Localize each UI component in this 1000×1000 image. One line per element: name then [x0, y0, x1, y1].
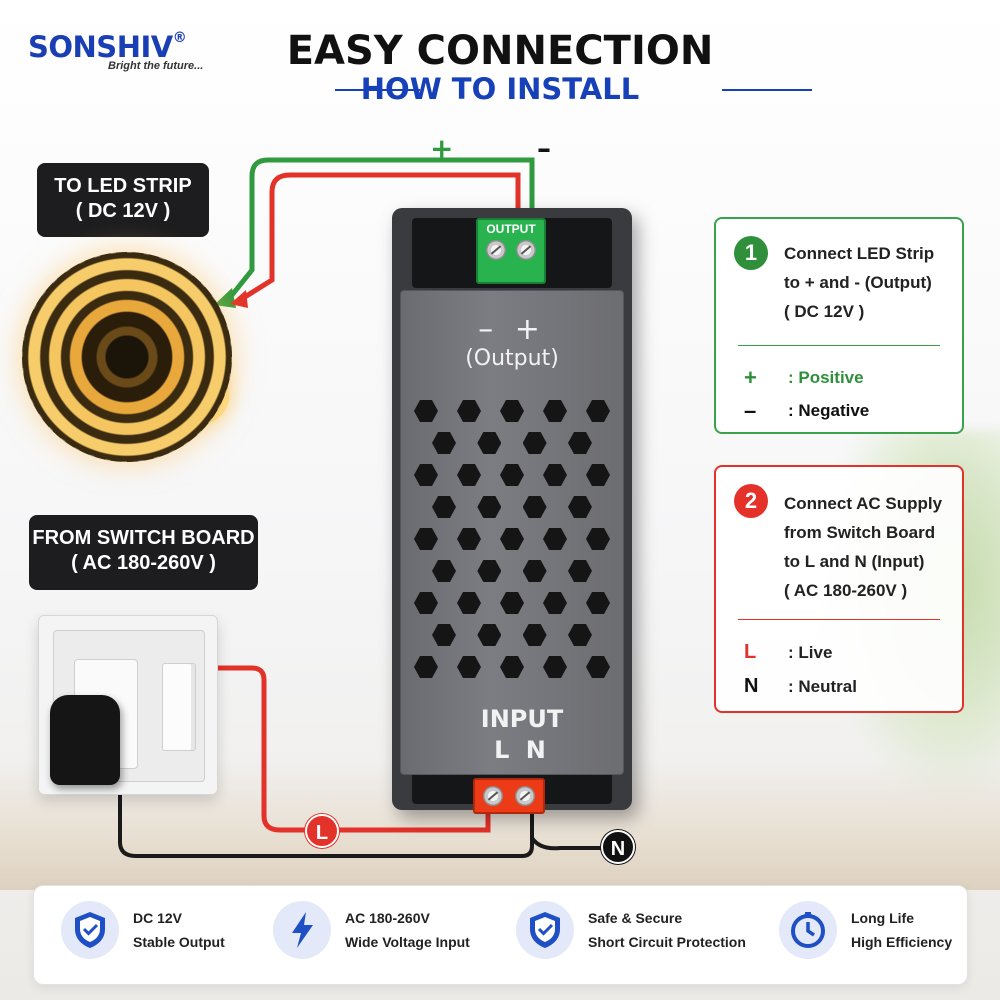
shield-check-icon: [61, 901, 119, 959]
page-title: EASY CONNECTION: [286, 28, 714, 74]
step-2-divider: [738, 619, 940, 620]
neutral-label: : Neutral: [788, 676, 857, 696]
output-screw-1: [486, 240, 506, 260]
input-terminal: [473, 778, 545, 814]
input-ln-label: L N: [494, 736, 550, 764]
step-1-line-1: Connect LED Strip: [784, 244, 935, 263]
switch-board-label-line2: ( AC 180-260V ): [71, 552, 216, 574]
step-2-line-3: to L and N (Input): [784, 552, 925, 571]
brand-logo: SONSHIV® Bright the future...: [28, 30, 203, 72]
live-label: : Live: [788, 642, 833, 662]
features-bar: DC 12V Stable Output AC 180-260V Wide Volt…: [33, 885, 968, 985]
output-screw-2: [516, 240, 536, 260]
led-strip-label-line2: ( DC 12V ): [75, 200, 171, 222]
switch-board-label: FROM SWITCH BOARD ( AC 180-260V ): [29, 515, 258, 590]
output-signs: – +: [478, 312, 546, 347]
input-screw-n: [515, 786, 535, 806]
legend-neutral: N : Neutral: [744, 675, 857, 698]
subtitle-rule-right: [722, 89, 812, 91]
feature-3-line1: Safe & Secure: [588, 910, 683, 926]
feature-4-line2: High Efficiency: [851, 934, 953, 950]
subtitle-rule-left: [335, 89, 420, 91]
input-label: INPUT: [480, 705, 564, 733]
step-1-number: 1: [734, 236, 768, 270]
socket-switch: [162, 663, 196, 751]
step-1-card: 1 Connect LED Strip to + and - (Output) …: [714, 217, 964, 434]
live-wire: [216, 665, 491, 833]
power-plug: [50, 695, 120, 785]
negative-label: : Negative: [788, 401, 870, 420]
neutral-badge: N: [601, 830, 635, 864]
minus-sign: –: [537, 132, 551, 165]
shield-check-icon: [516, 901, 574, 959]
legend-live: L : Live: [744, 641, 832, 664]
brand-name: SONSHIV®: [28, 30, 187, 64]
switch-board-label-line1: FROM SWITCH BOARD: [32, 527, 255, 549]
plus-symbol: +: [744, 365, 757, 390]
output-terminal-label: OUTPUT: [486, 222, 536, 236]
feature-dc-output: DC 12V Stable Output: [61, 901, 225, 959]
step-1-divider: [738, 345, 940, 346]
input-screw-l: [483, 786, 503, 806]
vent-grid: [414, 400, 610, 688]
step-1-text: Connect LED Strip to + and - (Output) ( …: [784, 239, 954, 326]
lightning-bolt-icon: [273, 901, 331, 959]
brand-tagline: Bright the future...: [108, 60, 204, 72]
led-strip-label: TO LED STRIP ( DC 12V ): [37, 163, 209, 237]
neutral-wire: [118, 788, 534, 858]
step-1-line-3: ( DC 12V ): [784, 302, 865, 321]
arrow-green: [214, 288, 236, 308]
neutral-symbol: N: [744, 675, 759, 697]
minus-symbol: –: [744, 398, 757, 423]
feature-ac-input: AC 180-260V Wide Voltage Input: [273, 901, 470, 959]
feature-3-line2: Short Circuit Protection: [588, 934, 746, 950]
step-2-line-2: from Switch Board: [784, 523, 936, 542]
led-strip-label-line1: TO LED STRIP: [54, 175, 192, 197]
led-strip-reel: [22, 252, 232, 462]
step-2-line-4: ( AC 180-260V ): [784, 581, 908, 600]
feature-1-line1: DC 12V: [133, 910, 183, 926]
negative-wire: [238, 172, 521, 303]
clock-icon: [779, 901, 837, 959]
step-2-card: 2 Connect AC Supply from Switch Board to…: [714, 465, 964, 713]
step-2-number: 2: [734, 484, 768, 518]
arrow-red: [230, 290, 248, 308]
live-badge: L: [305, 814, 339, 848]
step-1-line-2: to + and - (Output): [784, 273, 932, 292]
plus-sign: +: [430, 132, 454, 165]
feature-2-line1: AC 180-260V: [345, 910, 430, 926]
step-2-text: Connect AC Supply from Switch Board to L…: [784, 489, 954, 605]
feature-4-line1: Long Life: [851, 910, 914, 926]
legend-negative: – : Negative: [744, 398, 869, 424]
legend-positive: + : Positive: [744, 365, 864, 391]
output-terminal: OUTPUT: [476, 218, 546, 284]
positive-wire: [226, 157, 535, 302]
step-2-line-1: Connect AC Supply: [784, 494, 943, 513]
page-subtitle: HOW TO INSTALL: [360, 72, 640, 106]
output-caption: (Output): [465, 346, 559, 371]
feature-1-line2: Stable Output: [133, 934, 225, 950]
feature-2-line2: Wide Voltage Input: [345, 934, 470, 950]
neutral-lead: [530, 836, 604, 851]
positive-label: : Positive: [788, 368, 864, 387]
live-symbol: L: [744, 641, 757, 663]
